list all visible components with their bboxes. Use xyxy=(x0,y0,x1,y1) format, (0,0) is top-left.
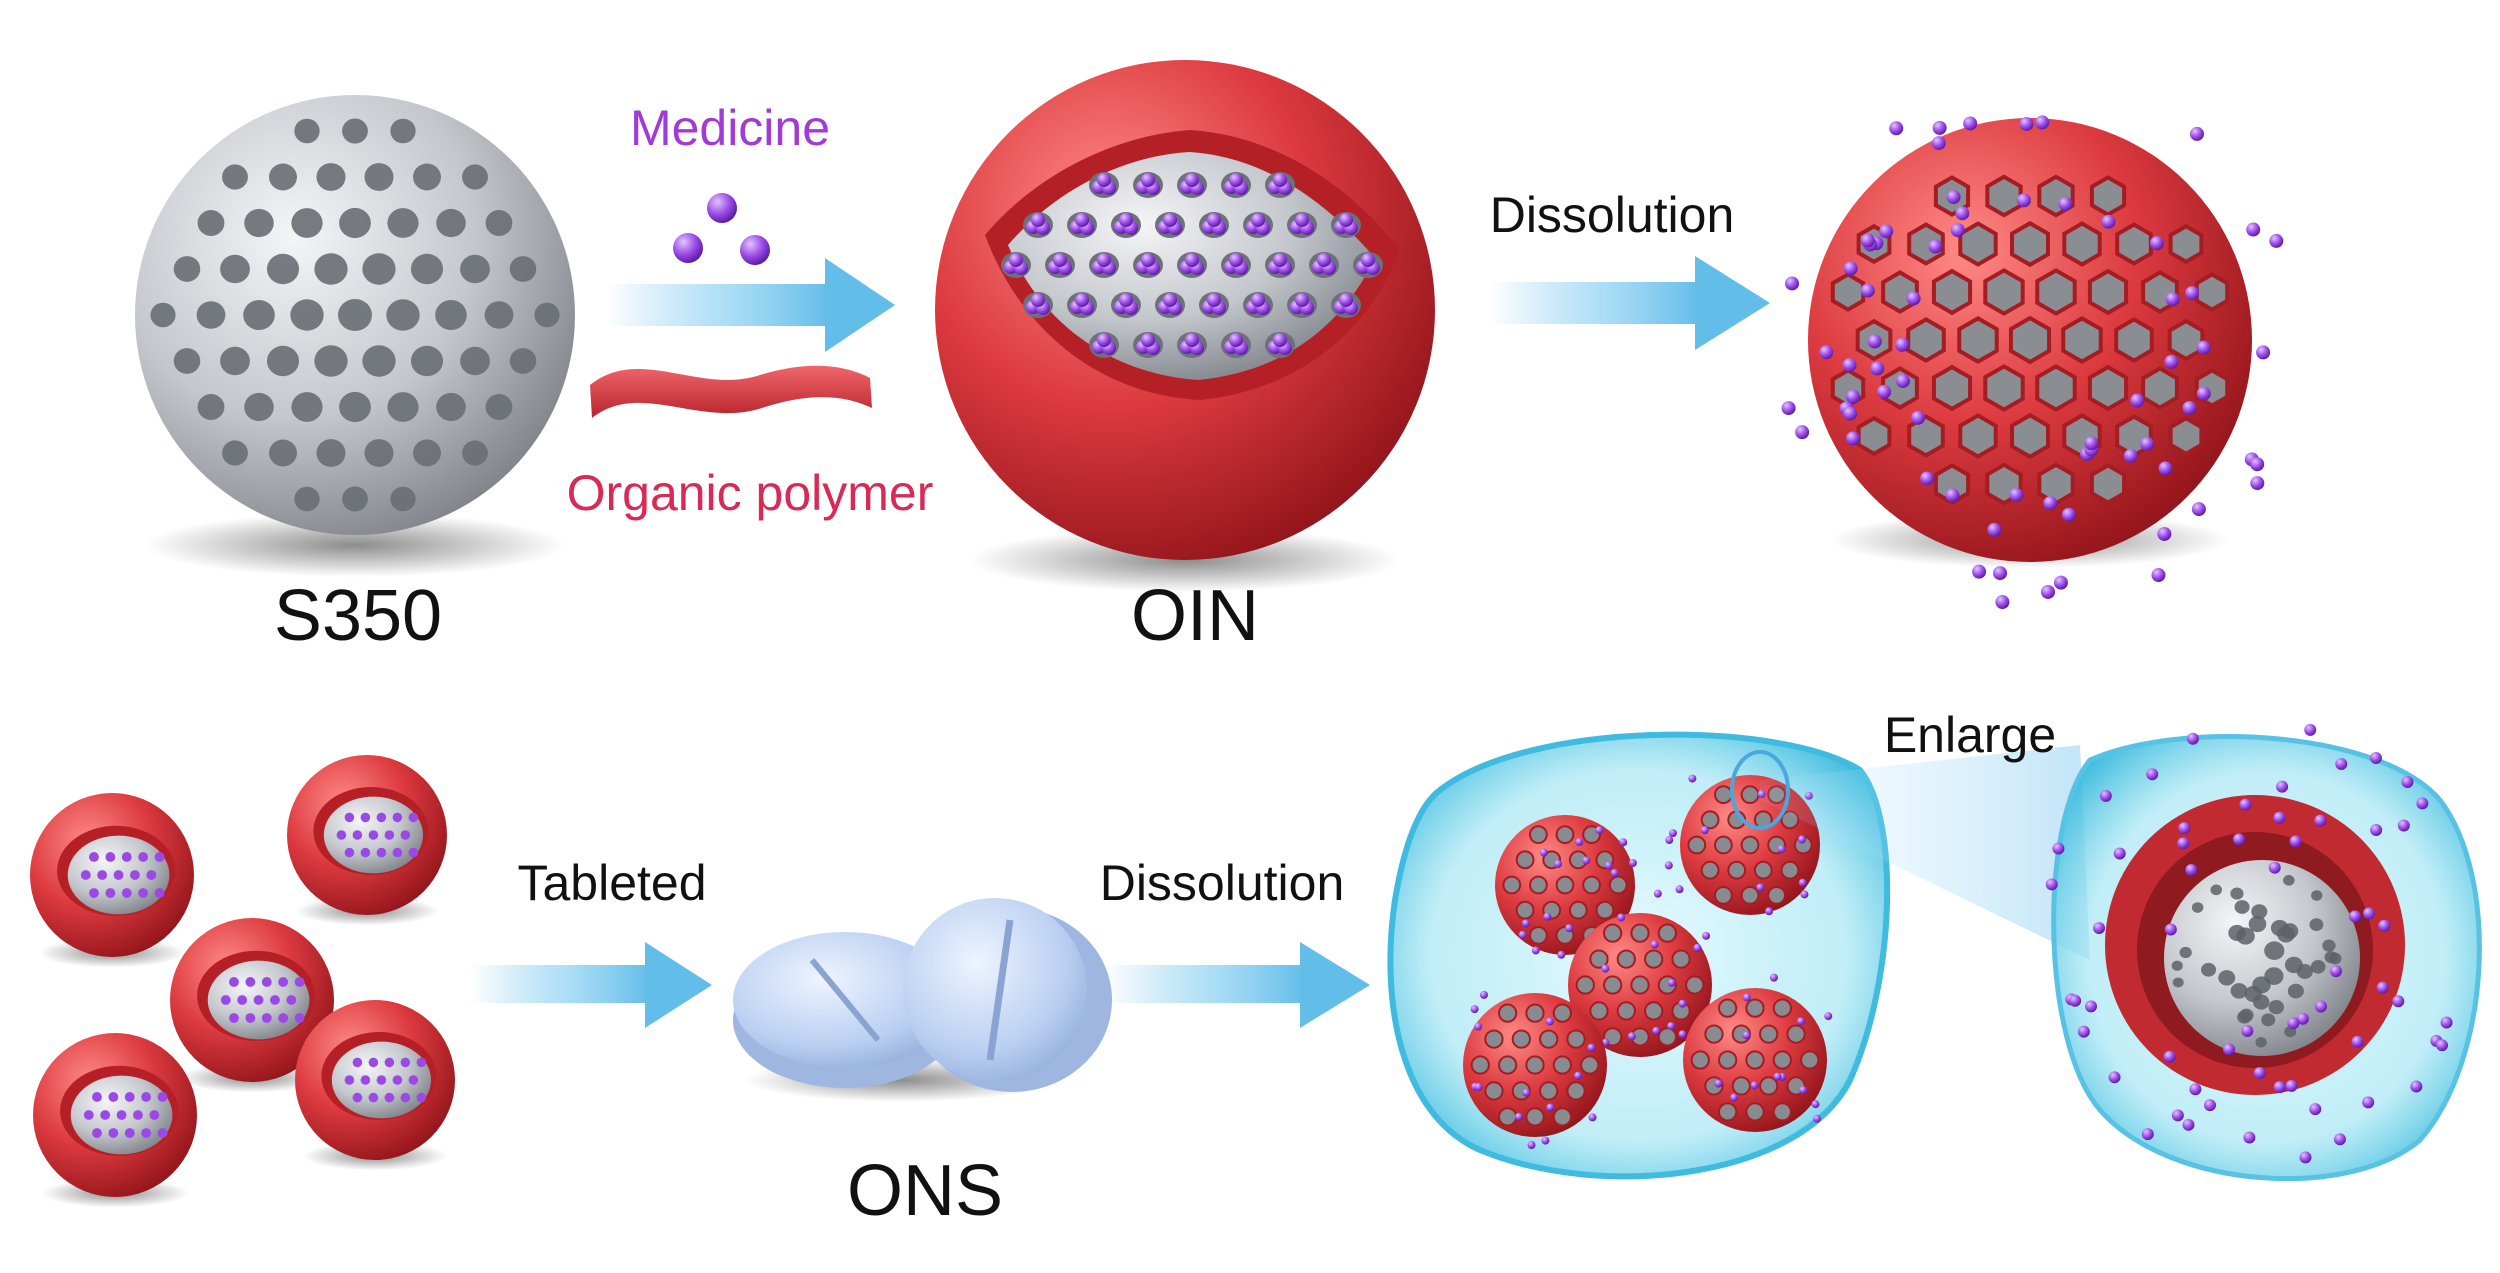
oin-label: OIN xyxy=(1131,576,1259,656)
oin-sphere-icon xyxy=(935,60,1435,592)
tableted-label: Tableted xyxy=(517,855,706,911)
arrow-icon xyxy=(605,258,895,352)
medicine-label: Medicine xyxy=(630,100,830,156)
enlarged-particle-icon xyxy=(2045,723,2482,1181)
s350-label: S350 xyxy=(274,576,442,656)
arrow-icon xyxy=(1490,256,1770,350)
tablet-icon xyxy=(733,898,1112,1102)
fluid-bubble-icon xyxy=(1387,731,1891,1180)
dissolution-bottom-label: Dissolution xyxy=(1100,855,1345,911)
dissolution-top-label: Dissolution xyxy=(1490,187,1735,243)
polymer-film-icon xyxy=(590,365,872,418)
oin-cluster-icon xyxy=(30,755,455,1208)
enlarge-label: Enlarge xyxy=(1884,707,2056,763)
dissolved-oin-icon xyxy=(1781,115,2284,610)
medicine-dots-icon xyxy=(673,193,770,265)
enlarge-beam-icon xyxy=(1730,745,2090,960)
ons-label: ONS xyxy=(847,1151,1003,1231)
organic-polymer-label: Organic polymer xyxy=(567,465,934,521)
arrow-icon xyxy=(1105,942,1370,1028)
arrow-icon xyxy=(470,942,712,1028)
s350-sphere-icon xyxy=(135,95,575,577)
